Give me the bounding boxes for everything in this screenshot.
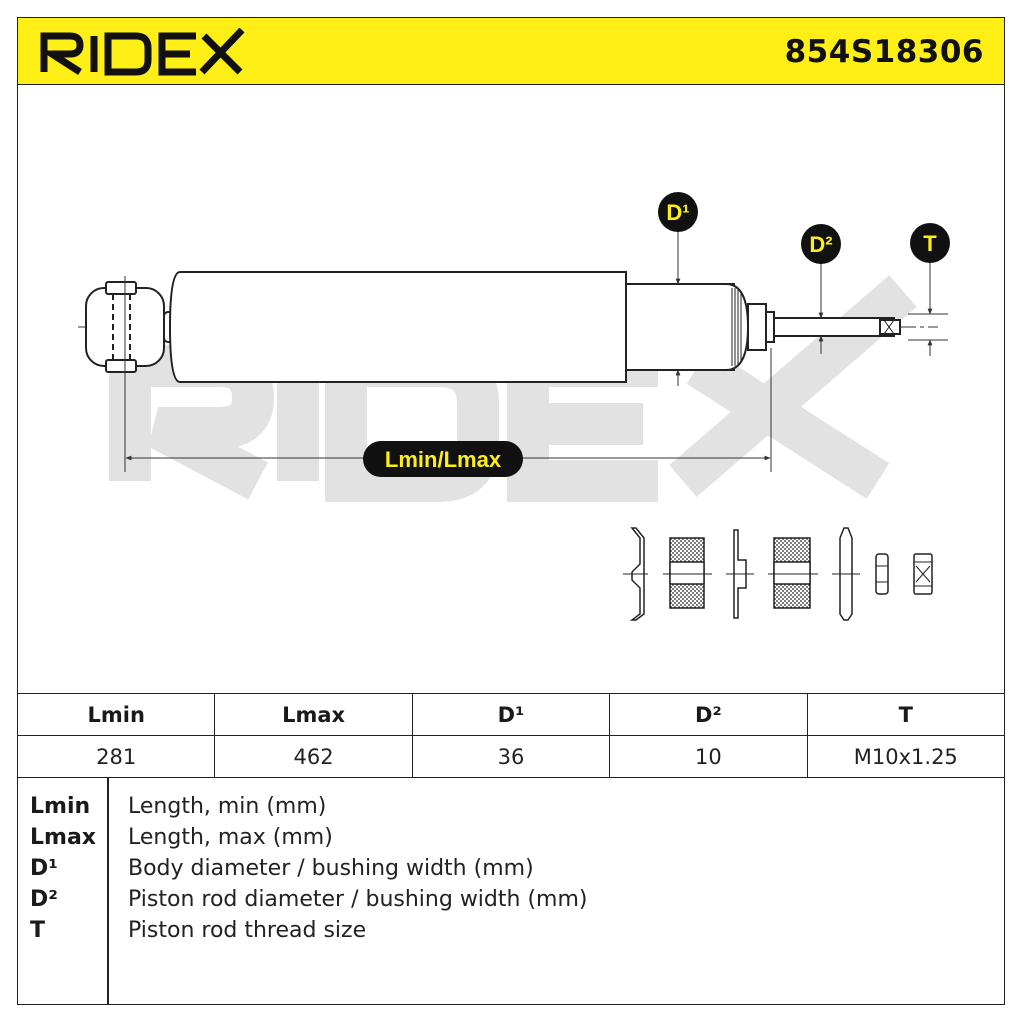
spec-header-lmin: Lmin xyxy=(16,693,216,736)
legend-desc: Body diameter / bushing width (mm) xyxy=(128,856,534,881)
ridex-logo xyxy=(40,28,245,76)
spec-value-t: M10x1.25 xyxy=(806,735,1006,778)
spec-header-lmax: Lmax xyxy=(214,693,413,736)
d1-label: D¹ xyxy=(666,200,689,225)
piston-rod xyxy=(773,317,901,337)
length-label: Lmin/Lmax xyxy=(385,447,502,472)
shock-body xyxy=(168,271,775,383)
t-label: T xyxy=(923,231,937,256)
lock-nut xyxy=(875,553,889,595)
d1-dimension: D¹ xyxy=(658,192,698,386)
spec-header-d1: D¹ xyxy=(411,693,611,736)
legend-key: D² xyxy=(30,887,58,912)
legend-desc: Piston rod diameter / bushing width (mm) xyxy=(128,887,588,912)
d2-label: D² xyxy=(809,232,832,257)
spec-header-t: T xyxy=(806,693,1006,736)
legend-desc: Length, max (mm) xyxy=(128,825,333,850)
legend-key: T xyxy=(30,918,46,943)
spec-value-d1: 36 xyxy=(411,735,611,778)
legend-key: Lmin xyxy=(30,794,91,819)
legend-desc: Piston rod thread size xyxy=(128,918,367,943)
legend-key: Lmax xyxy=(30,825,96,850)
spec-header-row: Lmin Lmax D¹ D² T xyxy=(16,693,1006,736)
shock-absorber-drawing: D¹ D² T Lmin/Lmax xyxy=(78,192,950,621)
mounting-kit xyxy=(623,527,933,621)
header-bar: 854S18306 xyxy=(17,17,1005,85)
legend-divider xyxy=(107,777,109,1004)
length-dimension: Lmin/Lmax xyxy=(124,276,772,477)
t-dimension: T xyxy=(908,223,950,356)
legend: Lmin Length, min (mm) Lmax Length, max (… xyxy=(17,777,1005,1005)
spec-table: Lmin Lmax D¹ D² T 281 462 36 10 M10x1.25 xyxy=(16,693,1006,778)
spec-header-d2: D² xyxy=(609,693,808,736)
d2-dimension: D² xyxy=(801,224,841,354)
legend-key: D¹ xyxy=(30,856,58,881)
part-number: 854S18306 xyxy=(784,34,984,70)
spec-value-lmax: 462 xyxy=(214,735,413,778)
legend-desc: Length, min (mm) xyxy=(128,794,327,819)
spec-value-lmin: 281 xyxy=(16,735,216,778)
spec-value-d2: 10 xyxy=(609,735,808,778)
spec-value-row: 281 462 36 10 M10x1.25 xyxy=(16,735,1006,778)
